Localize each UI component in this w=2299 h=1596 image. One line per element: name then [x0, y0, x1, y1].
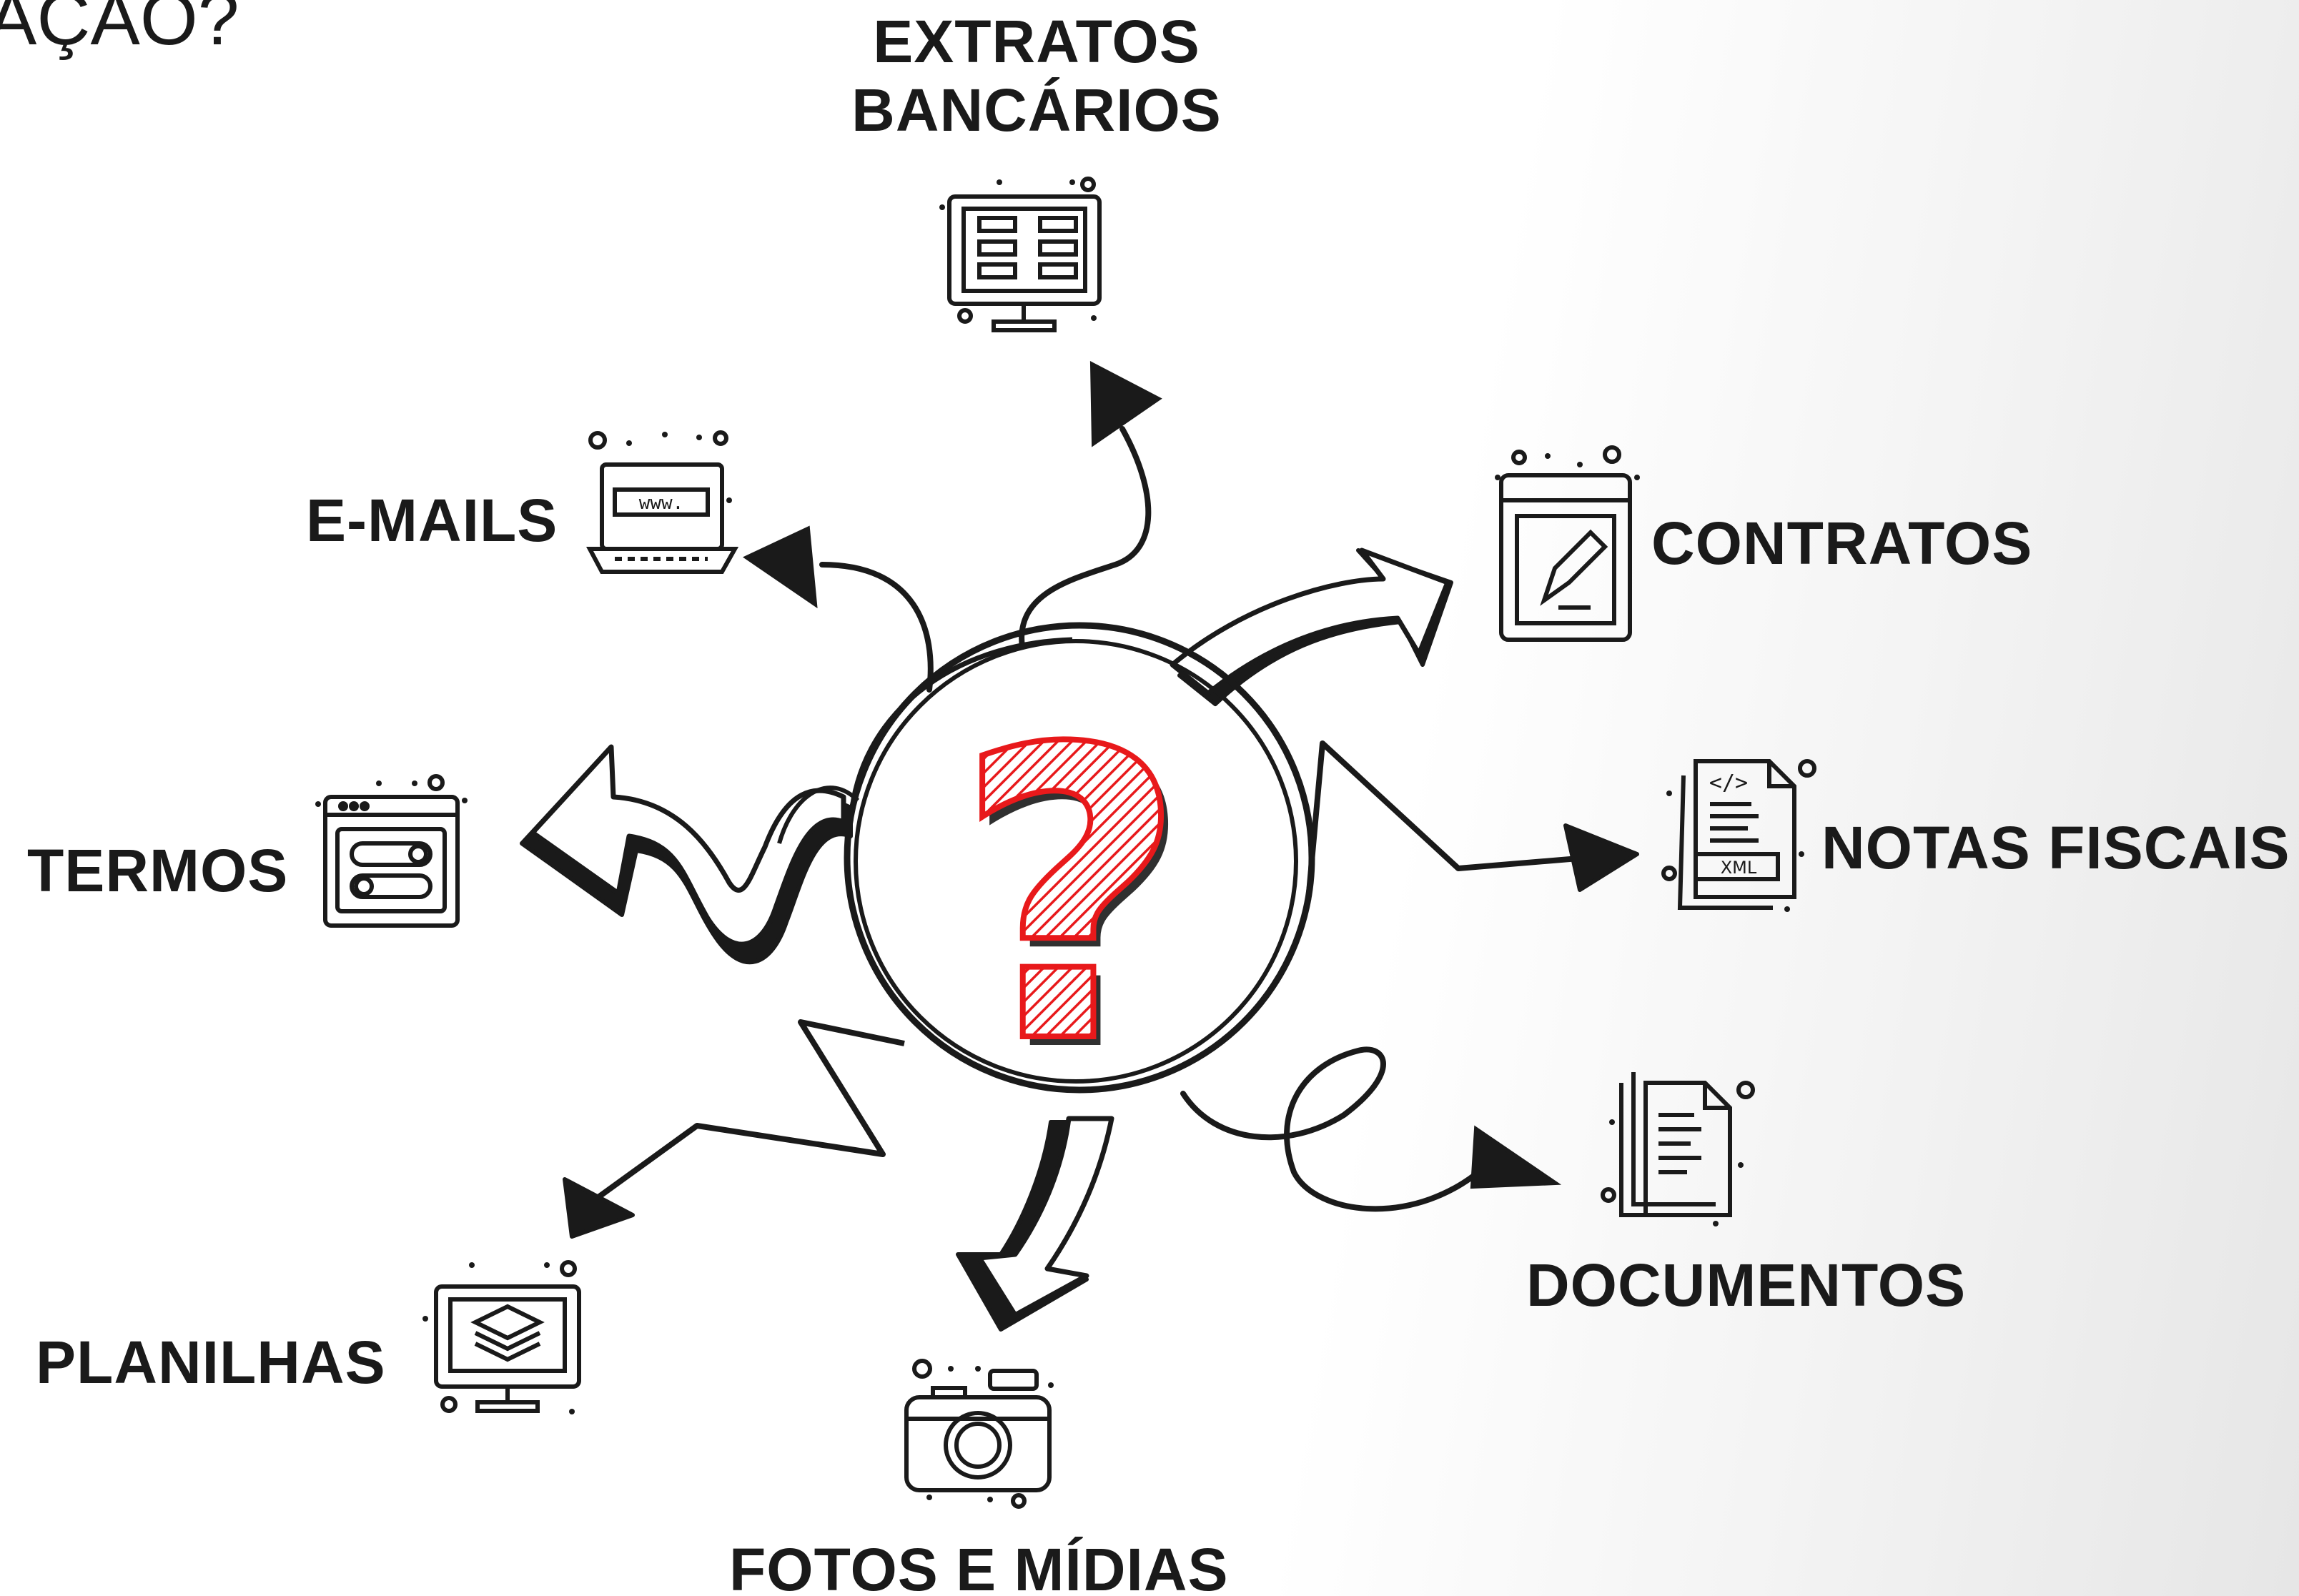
arrow-to-contratos: [1170, 547, 1453, 706]
label-extratos-bancarios: EXTRATOS BANCÁRIOS: [844, 7, 1230, 144]
page-title-fragment: AÇÃO?: [0, 0, 239, 61]
label-extratos-line1: EXTRATOS: [873, 8, 1200, 75]
arrow-to-documentos: [1180, 1046, 1562, 1212]
arrow-to-extratos: [1019, 361, 1162, 650]
label-contratos: CONTRATOS: [1651, 510, 2033, 577]
documents-stack-icon: [1601, 1072, 1755, 1217]
svg-text:XML: XML: [1721, 858, 1757, 878]
label-planilhas: PLANILHAS: [36, 1329, 386, 1396]
svg-text:?: ?: [955, 665, 1187, 1131]
label-emails: E-MAILS: [306, 487, 558, 554]
arrow-to-termos: [520, 744, 860, 965]
camera-icon: [904, 1359, 1052, 1509]
layers-monitor-icon: [434, 1260, 581, 1413]
label-extratos-line2: BANCÁRIOS: [851, 76, 1222, 144]
browser-toggles-icon: [323, 774, 460, 928]
svg-text:</>: </>: [1709, 770, 1748, 795]
svg-text:?: ?: [962, 674, 1195, 1140]
label-fotos-e-midias: FOTOS E MÍDIAS: [729, 1536, 1229, 1596]
svg-text:www.: www.: [639, 492, 684, 514]
center-circle: [844, 622, 1315, 1094]
label-documentos: DOCUMENTOS: [1526, 1251, 1967, 1319]
bank-statement-monitor-icon: [947, 177, 1102, 332]
arrow-to-fotos: [956, 1116, 1114, 1332]
label-termos: TERMOS: [27, 837, 289, 904]
arrow-to-notas: [1305, 740, 1639, 901]
sparkle-dots: [315, 179, 1804, 1502]
contract-pencil-icon: [1499, 445, 1632, 642]
laptop-www-icon: www.: [586, 430, 739, 574]
question-mark-icon: ? ?: [952, 663, 1195, 1140]
label-notas-fiscais: NOTAS FISCAIS: [1821, 814, 2290, 881]
xml-file-icon: </> XML: [1661, 759, 1816, 910]
arrow-to-planilhas: [563, 1019, 905, 1239]
arrow-to-emails: [742, 525, 934, 693]
